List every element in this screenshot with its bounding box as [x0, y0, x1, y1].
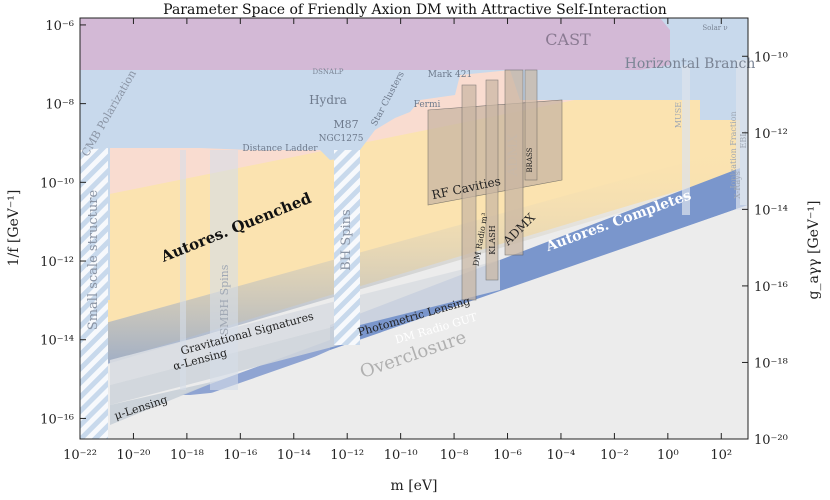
label-bh-spins: BH Spins [339, 209, 354, 270]
xrays-strip [736, 60, 748, 210]
y-right-tick-label: 10⁻¹² [754, 127, 788, 142]
y-left-tick-label: 10⁻¹⁶ [40, 412, 74, 427]
y-left-tick-label: 10⁻¹² [40, 255, 74, 270]
x-tick-label: 10⁻¹⁶ [223, 448, 257, 463]
quenched-fade-band [80, 145, 748, 372]
chart-title: Parameter Space of Friendly Axion DM wit… [163, 2, 667, 18]
small-scale-strip [80, 148, 108, 439]
y-left-tick-label: 10⁻¹⁰ [40, 176, 74, 191]
bh-spins-strip [334, 150, 360, 345]
label-ionization: Ionization Fraction [729, 111, 738, 188]
label-distance-ladder: Distance Ladder [242, 144, 318, 154]
y-right-tick-label: 10⁻¹⁸ [754, 356, 788, 371]
label-ngc1275: NGC1275 [319, 134, 364, 144]
x-tick-label: 10⁻⁶ [493, 448, 522, 463]
dm-radio-m3-bar [461, 84, 477, 301]
label-dsnalp: DSNALP [313, 68, 344, 76]
label-small-scale: Small scale structure [86, 190, 101, 331]
x-tick-label: 10⁰ [657, 448, 679, 463]
x-tick-label: 10⁻²⁰ [117, 448, 151, 463]
y-right-tick-label: 10⁻¹⁴ [754, 203, 788, 218]
label-hydra: Hydra [309, 93, 347, 107]
smbh-spins-strip [210, 150, 238, 390]
label-klash: KLASH [488, 225, 497, 255]
label-cast: CAST [545, 30, 591, 49]
label-admx-faint: ADMX [506, 133, 521, 177]
y-right-tick-label: 10⁻¹⁰ [754, 50, 788, 65]
y-right-tick-label: 10⁻²⁰ [754, 433, 788, 448]
admx-bar [504, 69, 524, 256]
label-solar: Solar ν [702, 24, 727, 32]
below-diagonal [80, 205, 748, 439]
label-smbh-spins: SMBH Spins [218, 264, 231, 335]
y-right-tick-label: 10⁻¹⁶ [754, 280, 788, 295]
x-tick-label: 10⁻²² [63, 448, 97, 463]
astro-constraints-region [80, 18, 748, 300]
y-left-tick-label: 10⁻¹⁴ [40, 334, 74, 349]
label-ebl: EBL [739, 131, 748, 149]
admx-upper-bar [524, 69, 538, 181]
y-left-tick-label: 10⁻⁸ [45, 98, 74, 113]
photometric-band [340, 260, 500, 330]
label-brass: BRASS [526, 147, 534, 172]
plot-area [80, 18, 748, 439]
label-m87: M87 [333, 118, 358, 131]
klash-bar [485, 79, 499, 281]
y-axis-left-label: 1/f [GeV⁻¹] [6, 190, 22, 267]
mu-lensing-band [110, 380, 220, 425]
x-tick-label: 10⁻¹² [330, 448, 364, 463]
label-horizontal-branch: Horizontal Branch [625, 56, 756, 72]
x-tick-label: 10² [710, 448, 732, 463]
x-tick-label: 10⁻⁸ [440, 448, 469, 463]
x-axis-label: m [eV] [390, 478, 437, 494]
y-left-tick-label: 10⁻⁶ [45, 19, 74, 34]
x-tick-label: 10⁻¹⁴ [277, 448, 311, 463]
label-mark421: Mark 421 [428, 70, 472, 80]
x-tick-label: 10⁻² [600, 448, 629, 463]
muse-strip [682, 65, 690, 215]
x-tick-label: 10⁻¹⁸ [170, 448, 204, 463]
x-axis: 10⁻²² 10⁻²⁰ 10⁻¹⁸ 10⁻¹⁶ 10⁻¹⁴ 10⁻¹² 10⁻¹⁰ 10⁻⁸ 1… [63, 18, 732, 463]
cast-region [80, 18, 670, 70]
y-axis-left: 10⁻⁶ 10⁻⁸ 10⁻¹⁰ 10⁻¹² 10⁻¹⁴ 10⁻¹⁶ [40, 19, 86, 427]
label-xrays: X-Rays [733, 171, 742, 199]
smbh-edge-strip [180, 150, 186, 390]
label-fermi: Fermi [414, 100, 441, 110]
y-axis-right: 10⁻¹⁰ 10⁻¹² 10⁻¹⁴ 10⁻¹⁶ 10⁻¹⁸ 10⁻²⁰ [742, 50, 788, 448]
x-tick-label: 10⁻¹⁰ [384, 448, 418, 463]
x-tick-label: 10⁻⁴ [547, 448, 576, 463]
y-axis-right-label: g_aγγ [GeV⁻¹] [806, 201, 822, 300]
plot-frame [79, 17, 749, 440]
label-muse: MUSE [674, 102, 683, 128]
